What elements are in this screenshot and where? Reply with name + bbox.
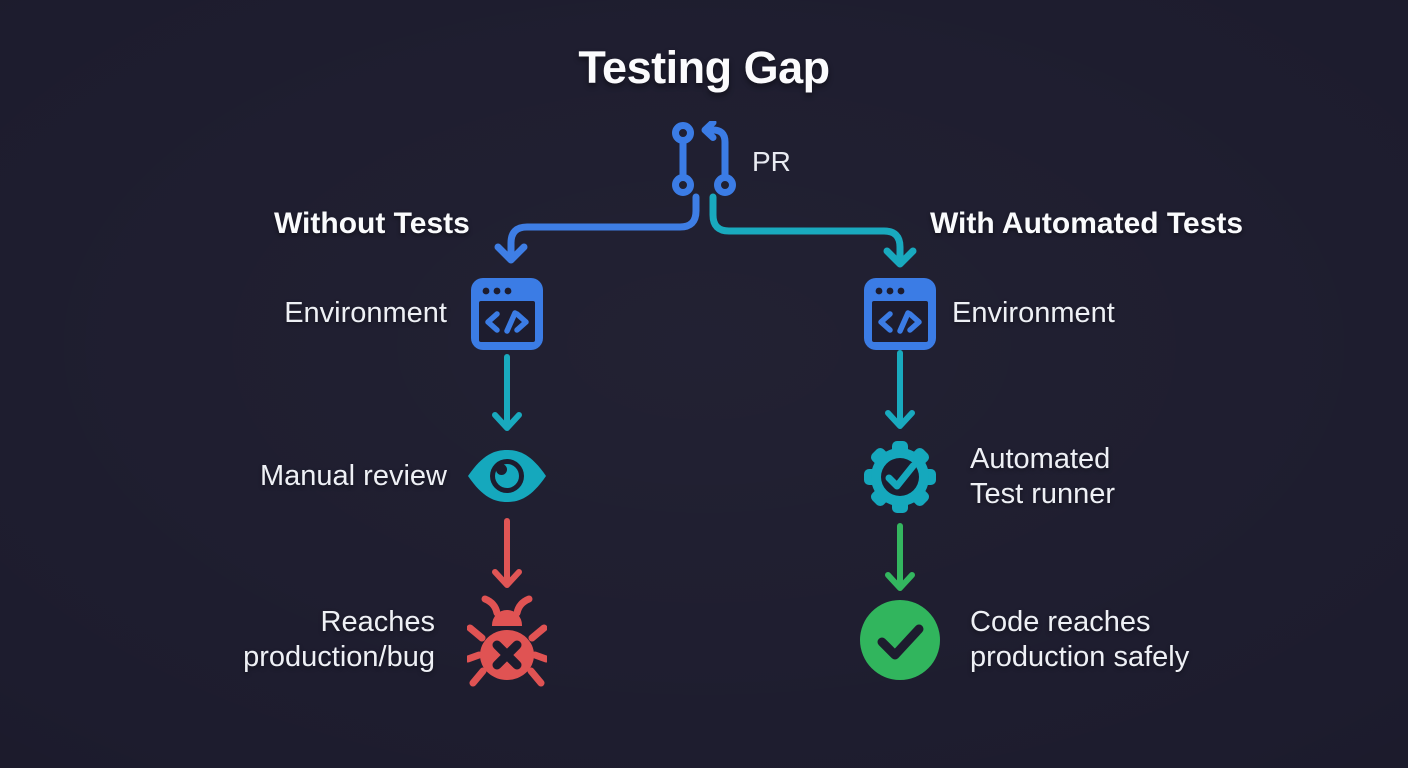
eye-icon — [465, 447, 549, 505]
manual-review-label: Manual review — [260, 460, 447, 492]
arrow-review-to-bug — [492, 518, 522, 588]
bug-cross-icon — [464, 593, 550, 687]
test-runner-line2: Test runner — [970, 478, 1116, 510]
branch-arrow-left — [494, 193, 700, 264]
left-environment-label: Environment — [284, 297, 447, 329]
left-branch-heading: Without Tests — [274, 207, 470, 240]
right-outcome-line2: production safely — [970, 641, 1190, 673]
test-runner-line1: Automated — [970, 443, 1111, 475]
arrow-runner-to-success — [885, 523, 915, 591]
check-circle-icon — [860, 600, 940, 680]
right-outcome-label: Code reaches production safely — [970, 605, 1189, 675]
code-window-icon — [471, 278, 543, 350]
left-outcome-line1: Reaches — [320, 606, 435, 638]
diagram-title: Testing Gap — [578, 42, 830, 93]
pr-label: PR — [752, 146, 791, 177]
code-window-icon — [864, 278, 936, 350]
git-pull-request-icon — [672, 119, 736, 197]
arrow-env-to-review — [492, 354, 522, 431]
arrow-env-to-runner — [885, 350, 915, 429]
right-environment-label: Environment — [952, 297, 1115, 329]
right-branch-heading: With Automated Tests — [930, 207, 1244, 240]
left-outcome-line2: production/bug — [243, 641, 435, 673]
test-runner-label: Automated Test runner — [970, 442, 1115, 512]
right-outcome-line1: Code reaches — [970, 606, 1151, 638]
left-outcome-label: Reaches production/bug — [243, 605, 435, 675]
branch-arrow-right — [709, 193, 917, 268]
gear-check-icon — [858, 435, 942, 519]
